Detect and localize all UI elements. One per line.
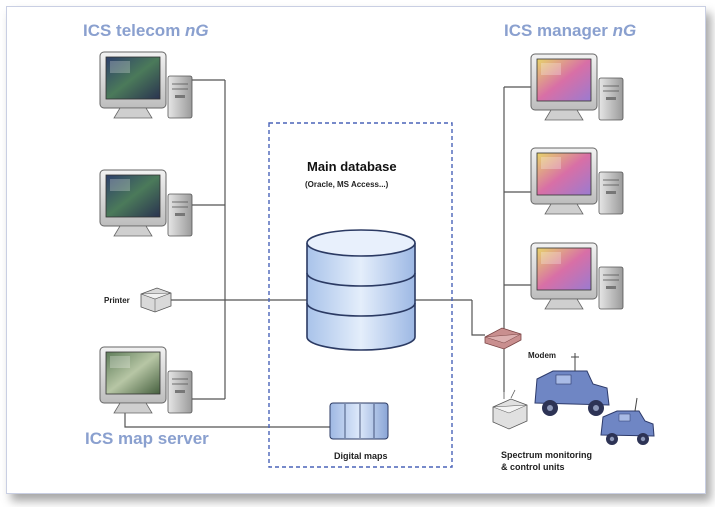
map-server-workstation	[99, 346, 193, 414]
printer-icon	[140, 287, 172, 313]
vehicle-large-icon	[534, 353, 610, 416]
diagram-frame: ICS telecom nG ICS manager nG ICS map se…	[6, 6, 706, 494]
digital-maps-icon	[329, 402, 389, 440]
printer-label: Printer	[104, 296, 130, 305]
database-subtitle: (Oracle, MS Access...)	[305, 180, 389, 189]
ics-manager-title: ICS manager nG	[504, 21, 636, 40]
spectrum-label-line1: Spectrum monitoring	[501, 450, 592, 460]
database-container	[268, 122, 453, 468]
monitoring-station-icon	[492, 389, 528, 430]
manager-workstation-1	[530, 53, 624, 121]
modem-icon	[484, 327, 522, 350]
telecom-workstation-2	[99, 169, 193, 237]
ics-telecom-title: ICS telecom nG	[83, 21, 209, 40]
modem-label: Modem	[528, 351, 556, 360]
vehicle-small-icon	[600, 397, 655, 445]
ics-map-server-title: ICS map server	[85, 429, 209, 448]
telecom-workstation-1	[99, 51, 193, 119]
database-icon	[306, 229, 416, 351]
database-title: Main database	[307, 159, 397, 174]
network-diagram: ICS telecom nG ICS manager nG ICS map se…	[83, 21, 655, 472]
digital-maps-label: Digital maps	[334, 451, 388, 461]
spectrum-label-line2: & control units	[501, 462, 565, 472]
manager-workstation-3	[530, 242, 624, 310]
computers-layer	[99, 51, 624, 414]
manager-workstation-2	[530, 147, 624, 215]
